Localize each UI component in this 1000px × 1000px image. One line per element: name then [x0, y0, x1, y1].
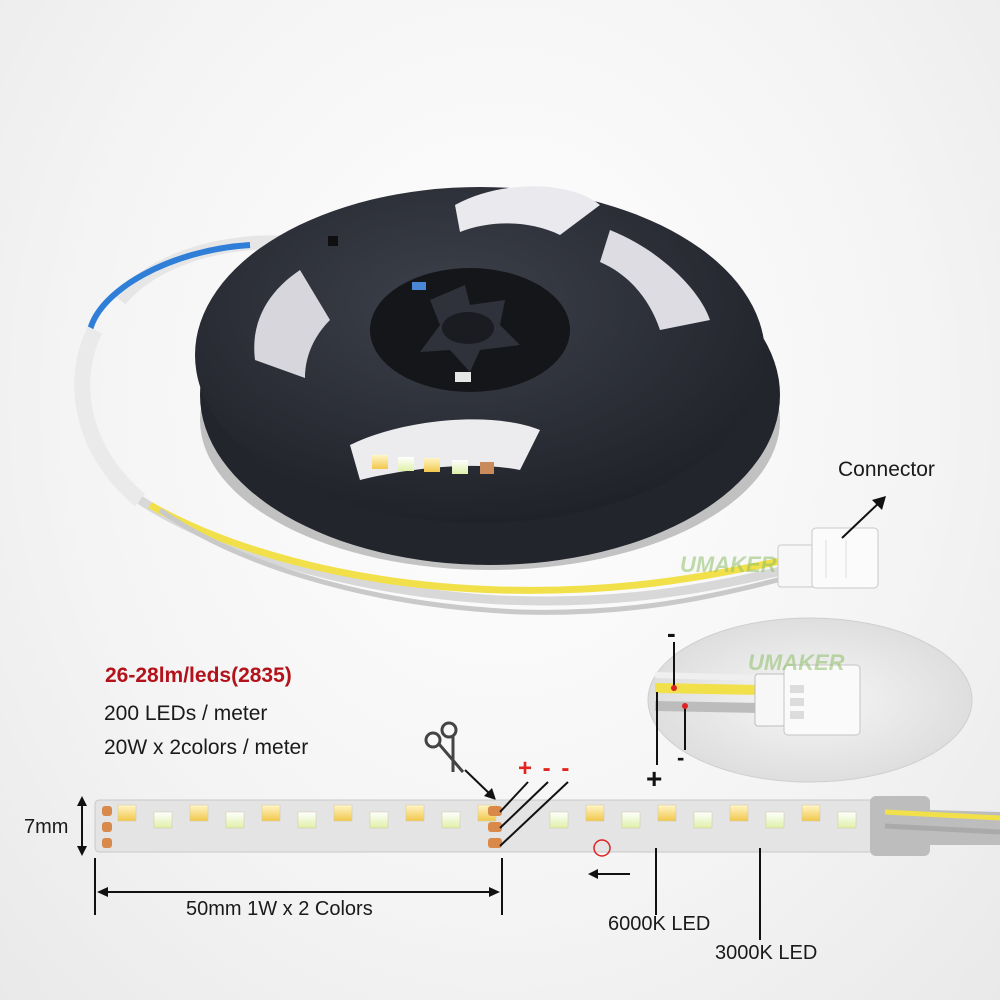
warm-led-chip	[117, 804, 137, 822]
inset-connector	[754, 664, 861, 736]
reel-window-top	[455, 186, 600, 235]
warm-led-chip	[729, 804, 749, 822]
wire-grey	[158, 507, 786, 615]
cool-led-chip	[297, 811, 317, 829]
watermark-inset: UMAKER	[748, 650, 845, 675]
watermark: UMAKER	[680, 552, 777, 577]
warm-led-chip	[333, 804, 353, 822]
blue-edge	[87, 242, 251, 331]
connector-arrow-head	[872, 496, 886, 510]
segment-label: 50mm 1W x 2 Colors	[186, 898, 373, 920]
cool-led-chip	[693, 811, 713, 829]
strip-down	[74, 326, 146, 507]
inset-wire-yellow	[654, 683, 761, 695]
connector-main	[777, 527, 879, 589]
cool-led-chip	[621, 811, 641, 829]
wire-minus-sign-2: -	[677, 745, 685, 770]
reel-window-right	[600, 230, 710, 330]
warm-led-chip	[405, 804, 425, 822]
cool-led-chip	[549, 811, 569, 829]
warm-led-label: 3000K LED	[715, 942, 818, 964]
cut-pads	[102, 806, 502, 848]
lumen-spec: 26-28lm/leds(2835)	[105, 664, 292, 687]
wire-minus-sign: -	[667, 618, 676, 648]
cool-led-chip	[225, 811, 245, 829]
strip-leds	[117, 804, 857, 829]
cool-led-chip	[369, 811, 389, 829]
reel-window-left	[254, 270, 330, 378]
leds-per-meter: 200 LEDs / meter	[104, 702, 268, 725]
cool-led-chip	[153, 811, 173, 829]
cool-led-label: 6000K LED	[608, 913, 711, 935]
cut-polarity-label: + - -	[518, 755, 572, 782]
warm-led-chip	[585, 804, 605, 822]
warm-led-chip	[261, 804, 281, 822]
warm-led-chip	[189, 804, 209, 822]
cool-led-chip	[765, 811, 785, 829]
wire-yellow	[148, 501, 786, 594]
inset-wire-white	[654, 672, 761, 681]
reel-leds	[372, 455, 494, 474]
inset-wire-grey	[654, 701, 761, 713]
connector-arrow-line	[841, 499, 883, 539]
scissors-icon	[424, 721, 465, 773]
warm-led-chip	[657, 804, 677, 822]
cool-led-chip	[837, 811, 857, 829]
width-label: 7mm	[24, 816, 69, 838]
warm-led-chip	[801, 804, 821, 822]
power-spec: 20W x 2colors / meter	[104, 736, 309, 759]
wire-plus-sign: +	[646, 763, 663, 794]
connector-label: Connector	[838, 458, 935, 481]
cool-led-chip	[441, 811, 461, 829]
cut-arrow-line	[464, 769, 493, 797]
